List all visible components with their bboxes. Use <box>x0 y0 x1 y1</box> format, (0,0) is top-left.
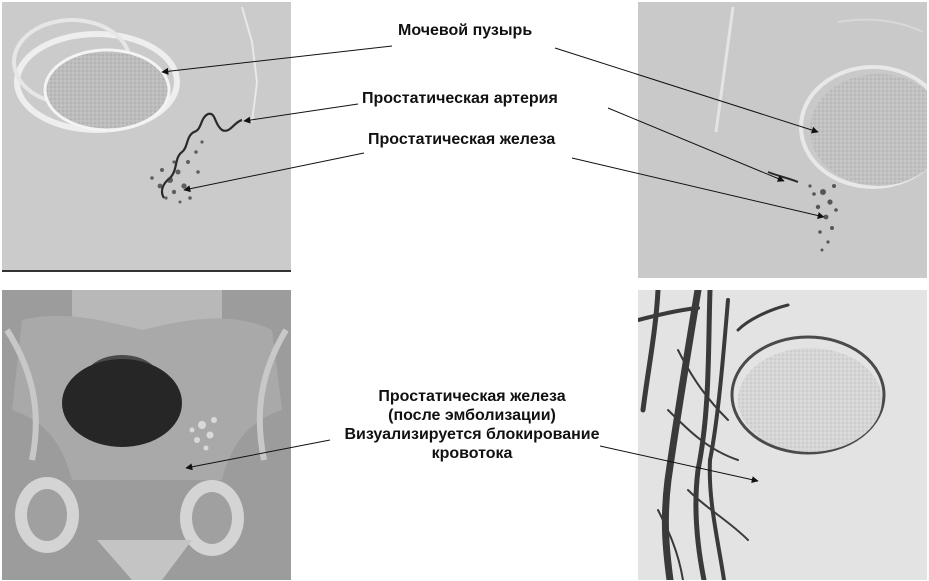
angiogram-bottom-right <box>638 290 927 580</box>
label-post-line-1: Простатическая железа <box>378 388 566 405</box>
label-prostatic-artery: Простатическая артерия <box>362 90 558 107</box>
bladder-shape <box>43 48 171 132</box>
angiogram-top-right-image <box>638 2 927 278</box>
angiogram-bottom-right-image <box>638 290 927 580</box>
angiogram-top-left-image <box>2 2 291 272</box>
angiogram-top-right <box>638 2 927 278</box>
label-bladder: Мочевой пузырь <box>398 22 533 39</box>
pelvic-xray-bottom-left <box>2 290 291 580</box>
bladder-shape <box>810 74 927 186</box>
label-post-line-3: Визуализируется блокирование <box>344 426 600 443</box>
bladder-shape <box>738 348 882 452</box>
label-post-line-2: (после эмболизации) <box>388 407 556 424</box>
angiogram-top-left <box>2 2 291 272</box>
label-post-line-4: кровотока <box>431 445 513 462</box>
label-prostate-gland: Простатическая железа <box>368 131 556 148</box>
label-post-embolization: Простатическая железа (после эмболизации… <box>312 387 632 463</box>
pelvic-xray-image <box>2 290 291 580</box>
bladder-shape <box>62 359 182 447</box>
